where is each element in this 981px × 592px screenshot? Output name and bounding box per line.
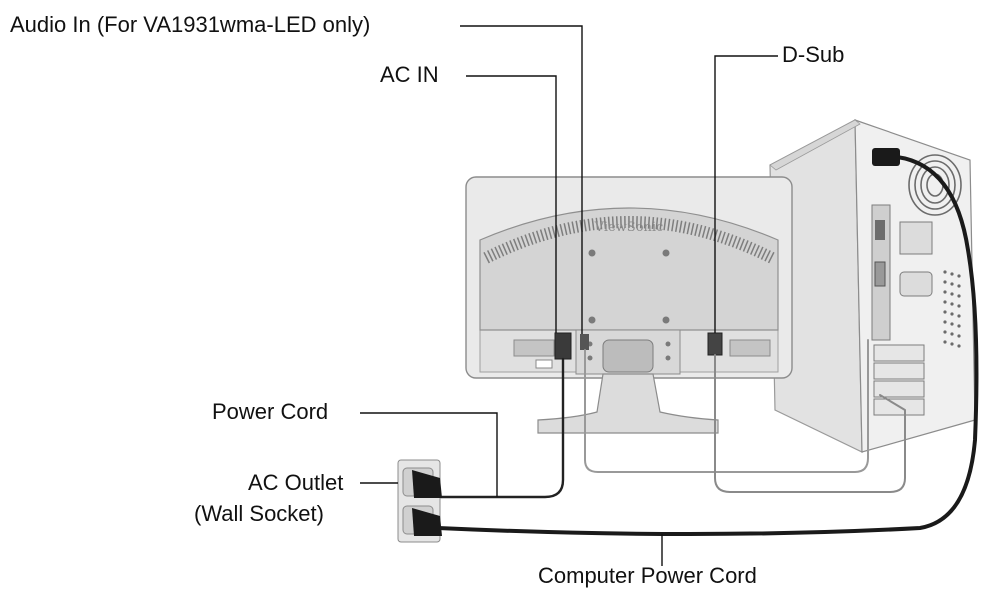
io-slot-2: [899, 271, 933, 297]
callout-lines: [360, 25, 778, 566]
dsub-port-pc: [874, 261, 886, 287]
audio-cable: [584, 339, 869, 473]
pc-power-plug: [872, 148, 900, 166]
kensington-label: [535, 359, 553, 369]
label-audio-in: Audio In (For VA1931wma-LED only): [10, 12, 371, 37]
callout-ac-in: [466, 75, 557, 333]
cables: [436, 155, 979, 536]
label-computer-power-cord: Computer Power Cord: [538, 563, 757, 588]
monitor-rear-housing: [479, 207, 779, 331]
callout-d-sub: [714, 55, 778, 333]
computer-tower: [769, 119, 976, 453]
plug-top: [412, 470, 442, 498]
tower-top-edge: [769, 119, 861, 171]
callout-power-cord: [360, 412, 498, 497]
stand-neck: [602, 339, 654, 373]
label-ac-in: AC IN: [380, 62, 439, 87]
vesa-screws: [588, 249, 670, 324]
vent-ridge: [483, 216, 775, 264]
port-recess-left: [513, 339, 555, 357]
label-d-sub: D-Sub: [782, 42, 845, 67]
monitor-stand: [537, 373, 719, 434]
monitor-back: ViewSonic: [465, 176, 793, 379]
wall-outlet: [397, 459, 442, 543]
monitor-power-cable: [436, 357, 565, 499]
plug-bottom: [412, 508, 442, 536]
computer-power-cable: [436, 155, 979, 536]
audio-in-port: [580, 334, 589, 350]
brand-logo: ViewSonic: [594, 220, 664, 235]
label-power-cord: Power Cord: [212, 399, 329, 424]
io-slot-1: [899, 221, 933, 255]
label-wall-socket: (Wall Socket): [194, 501, 324, 526]
vent-grille: [943, 270, 961, 348]
dsub-port-monitor: [707, 332, 723, 356]
io-connector: [875, 220, 885, 240]
label-ac-outlet: AC Outlet: [248, 470, 344, 495]
dsub-cable: [714, 354, 906, 493]
port-recess-right: [729, 339, 771, 357]
ac-in-port: [554, 332, 572, 360]
callout-audio-in: [460, 25, 583, 334]
